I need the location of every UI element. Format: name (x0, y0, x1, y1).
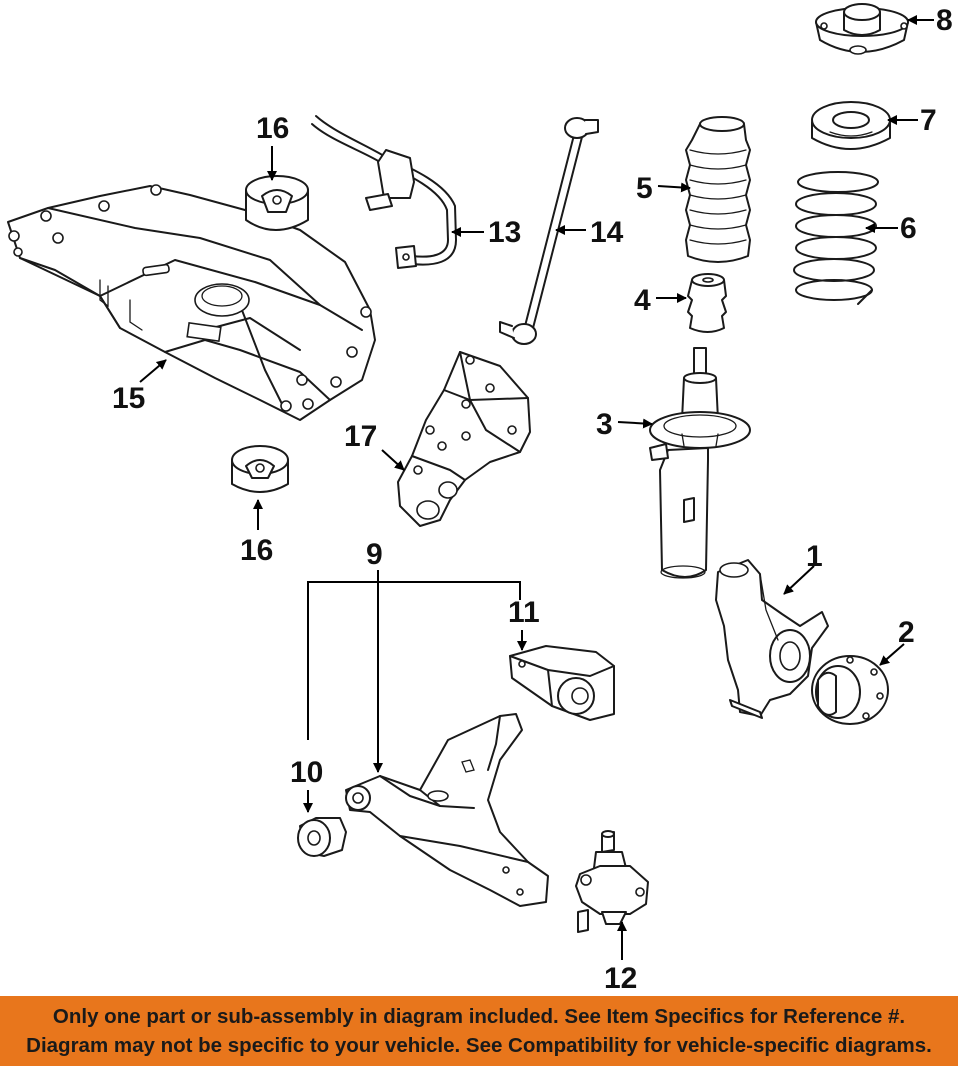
subframe-mount-part-16-lower (231, 445, 289, 493)
coil-spring-part-6 (793, 171, 879, 305)
dust-boot-part-5 (685, 116, 751, 263)
stabilizer-bar-part-13 (311, 115, 457, 269)
callout-10: 10 (290, 756, 323, 789)
callout-8: 8 (936, 4, 953, 37)
leader-9-bracket (307, 581, 521, 740)
callout-3: 3 (596, 408, 613, 441)
callout-labels: 1 2 3 4 5 6 7 8 9 10 11 12 13 14 15 16 1… (112, 4, 953, 995)
callout-5: 5 (636, 172, 653, 205)
leader-17 (381, 449, 405, 471)
ball-joint-part-12 (575, 830, 649, 933)
callout-14: 14 (590, 216, 624, 249)
leader-lines (139, 15, 934, 960)
callout-13: 13 (488, 216, 521, 249)
bump-stop-part-4 (687, 273, 727, 333)
callout-12: 12 (604, 962, 637, 995)
callout-17: 17 (344, 420, 377, 453)
control-arm-part-9 (345, 713, 549, 907)
wheel-hub-part-2 (811, 655, 889, 725)
strut-part-3 (649, 347, 751, 579)
callout-11: 11 (508, 596, 540, 629)
callout-4: 4 (634, 284, 651, 317)
callout-15: 15 (112, 382, 145, 415)
bracket-part-17 (397, 351, 531, 527)
disclaimer-banner: Only one part or sub-assembly in diagram… (0, 996, 958, 1066)
leader-1 (783, 565, 815, 595)
leader-3 (617, 418, 653, 429)
callout-16-lower: 16 (240, 534, 273, 567)
callout-7: 7 (920, 104, 937, 137)
disclaimer-line-2: Diagram may not be specific to your vehi… (26, 1034, 932, 1057)
callout-6: 6 (900, 212, 917, 245)
stabilizer-link-part-14 (499, 117, 599, 345)
control-arm-bushing-part-10 (297, 817, 347, 857)
steering-knuckle-part-1 (715, 559, 829, 719)
leader-5 (657, 182, 691, 193)
spring-seat-part-7 (811, 101, 891, 150)
subframe-part-15 (7, 184, 376, 421)
subframe-mount-part-16-upper (245, 175, 309, 231)
control-arm-bushing-part-11 (509, 645, 615, 721)
callout-9: 9 (366, 538, 383, 571)
strut-mount-part-8 (815, 3, 909, 55)
leader-2 (879, 643, 905, 666)
callout-1: 1 (806, 540, 823, 573)
callout-2: 2 (898, 616, 915, 649)
suspension-diagram: 1 2 3 4 5 6 7 8 9 10 11 12 13 14 15 16 1… (7, 3, 953, 995)
callout-16-upper: 16 (256, 112, 289, 145)
leader-15 (139, 359, 167, 383)
disclaimer-line-1: Only one part or sub-assembly in diagram… (52, 1005, 906, 1028)
